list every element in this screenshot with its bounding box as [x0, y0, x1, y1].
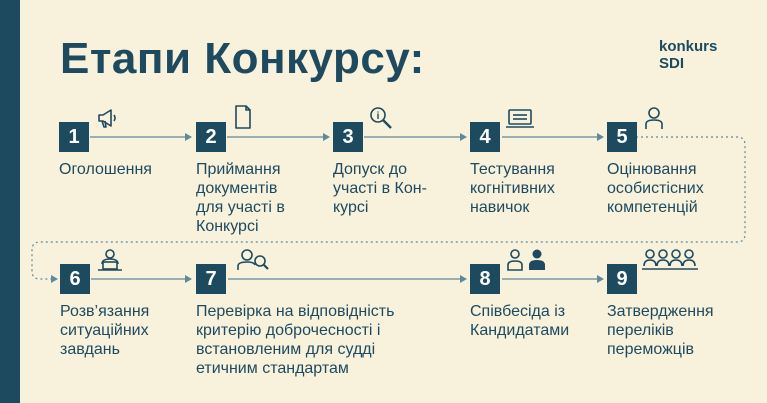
- step-9-badge: 9: [607, 264, 637, 294]
- person-icon: [645, 107, 663, 129]
- logo-line-1: konkurs: [659, 38, 718, 55]
- person-laptop-icon: [98, 249, 122, 271]
- megaphone-icon: [98, 109, 116, 128]
- step-3-label: Допуск до участі в Кон-курсі: [333, 161, 427, 216]
- step-6-label: Розв’язання ситуаційних завдань: [60, 303, 150, 358]
- person-search-icon: [237, 249, 269, 270]
- step-3-badge: 3: [333, 122, 363, 152]
- step-1-badge: 1: [59, 122, 89, 152]
- magnifier-icon: i: [370, 107, 392, 129]
- step-6-badge: 6: [60, 264, 90, 294]
- logo: konkurs SDI: [659, 38, 717, 72]
- step-5-label: Оцінювання особистісних компетенцій: [607, 161, 704, 216]
- two-persons-icon: [507, 249, 545, 271]
- step-4-label: Тестування когнітивних навичок: [470, 161, 555, 216]
- step-2-badge: 2: [196, 122, 226, 152]
- step-9-label: Затвердження переліків переможців: [607, 303, 714, 358]
- step-1-label: Оголошення: [59, 161, 152, 178]
- document-icon: [235, 105, 251, 129]
- side-bar: [0, 0, 20, 403]
- step-4-badge: 4: [470, 122, 500, 152]
- step-7-badge: 7: [196, 264, 226, 294]
- step-5-badge: 5: [607, 122, 637, 152]
- page-title: Етапи Конкурсу:: [60, 34, 425, 83]
- svg-text:i: i: [377, 111, 380, 122]
- step-2-label: Приймання документів для участі в Конкур…: [196, 161, 285, 235]
- logo-line-2: SDI: [659, 55, 685, 72]
- step-8-badge: 8: [470, 264, 500, 294]
- step-8-label: Співбесіда із Кандидатами: [470, 303, 570, 339]
- step-7-label: Перевірка на відповідність критерію добр…: [196, 303, 395, 377]
- group-icon: [642, 249, 698, 270]
- laptop-icon: [506, 109, 534, 128]
